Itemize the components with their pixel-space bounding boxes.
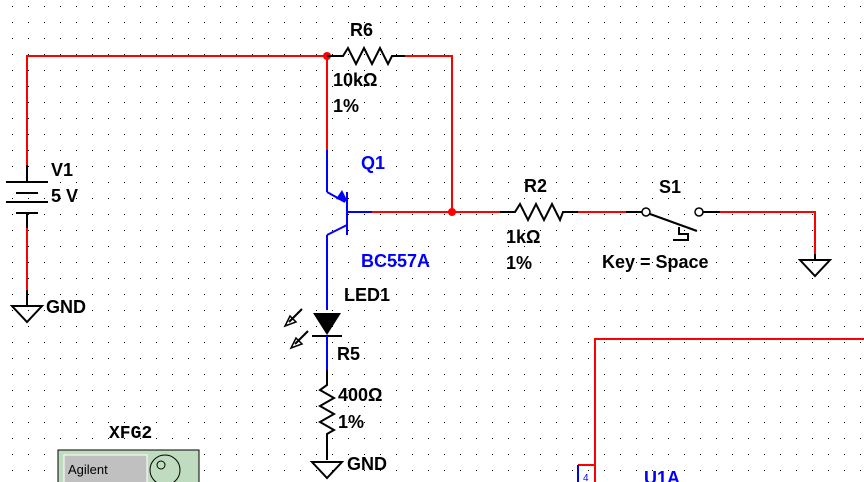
knob-icon bbox=[149, 454, 181, 482]
v1-ref: V1 bbox=[51, 160, 73, 180]
gnd-label: GND bbox=[347, 454, 387, 474]
ground-icon bbox=[797, 259, 833, 278]
xfg2-brand: Agilent bbox=[68, 462, 108, 477]
emitter-arrow-icon bbox=[336, 190, 348, 202]
knob-indicator-icon bbox=[156, 460, 166, 470]
xfg2-ref: XFG2 bbox=[109, 424, 152, 444]
s1-ref: S1 bbox=[659, 177, 681, 197]
r2-tolerance: 1% bbox=[506, 253, 532, 273]
switch-s1[interactable]: S1 Key = Space bbox=[602, 177, 720, 272]
r5-tolerance: 1% bbox=[338, 412, 364, 432]
led-led1[interactable]: LED1 bbox=[283, 285, 390, 370]
r5-value: 400Ω bbox=[338, 385, 382, 405]
q1-model: BC557A bbox=[361, 251, 430, 271]
resistor-r5[interactable]: R5 400Ω 1% bbox=[317, 344, 382, 460]
light-arrow-head-icon bbox=[289, 336, 304, 350]
switch-blade bbox=[649, 213, 698, 232]
collector-line bbox=[326, 224, 348, 236]
switch-contact-icon bbox=[694, 207, 704, 217]
r2-value: 1kΩ bbox=[506, 227, 540, 247]
switch-actuator-icon bbox=[673, 227, 689, 241]
resistor-r6[interactable]: R6 10kΩ 1% bbox=[327, 20, 405, 116]
light-arrow-head-icon bbox=[283, 314, 298, 328]
v1-value: 5 V bbox=[51, 186, 78, 206]
ground-icon bbox=[9, 305, 45, 324]
q1-ref: Q1 bbox=[361, 153, 385, 173]
transistor-q1[interactable]: Q1 BC557A bbox=[326, 150, 430, 310]
wire-r6-right[interactable] bbox=[405, 55, 453, 212]
led-diode-icon bbox=[313, 313, 341, 335]
opamp-u1a[interactable]: 4 U1A bbox=[577, 465, 680, 482]
r6-tolerance: 1% bbox=[333, 96, 359, 116]
u1a-pin-number: 4 bbox=[583, 473, 589, 482]
gnd-label: GND bbox=[46, 297, 86, 317]
light-arrow-icon bbox=[294, 330, 309, 345]
resistor-zigzag-icon bbox=[327, 45, 405, 67]
resistor-zigzag-icon bbox=[317, 370, 337, 460]
light-arrow-icon bbox=[288, 308, 303, 323]
ground-r5[interactable]: GND bbox=[309, 454, 387, 480]
wires bbox=[26, 55, 864, 482]
battery-v1[interactable]: V1 5 V bbox=[6, 160, 78, 228]
resistor-zigzag-icon bbox=[500, 201, 578, 223]
r5-ref: R5 bbox=[337, 344, 360, 364]
junction-dot bbox=[448, 208, 456, 216]
r2-ref: R2 bbox=[524, 176, 547, 196]
instrument-display bbox=[63, 454, 148, 482]
s1-key: Key = Space bbox=[602, 252, 709, 272]
ground-icon bbox=[309, 461, 345, 480]
r6-value: 10kΩ bbox=[333, 70, 377, 90]
instrument-xfg2[interactable]: XFG2 Agilent bbox=[57, 424, 200, 482]
resistor-r2[interactable]: R2 1kΩ 1% bbox=[500, 176, 578, 273]
wire-u1a[interactable] bbox=[594, 338, 864, 482]
switch-contact-icon bbox=[641, 207, 651, 217]
ground-v1[interactable]: GND bbox=[9, 290, 86, 324]
wire-v1-top[interactable] bbox=[26, 55, 327, 165]
wire-s1-gnd[interactable] bbox=[720, 211, 816, 254]
led1-ref: LED1 bbox=[344, 285, 390, 305]
r6-ref: R6 bbox=[350, 20, 373, 40]
u1a-ref: U1A bbox=[644, 468, 680, 482]
ground-s1[interactable] bbox=[797, 254, 833, 278]
